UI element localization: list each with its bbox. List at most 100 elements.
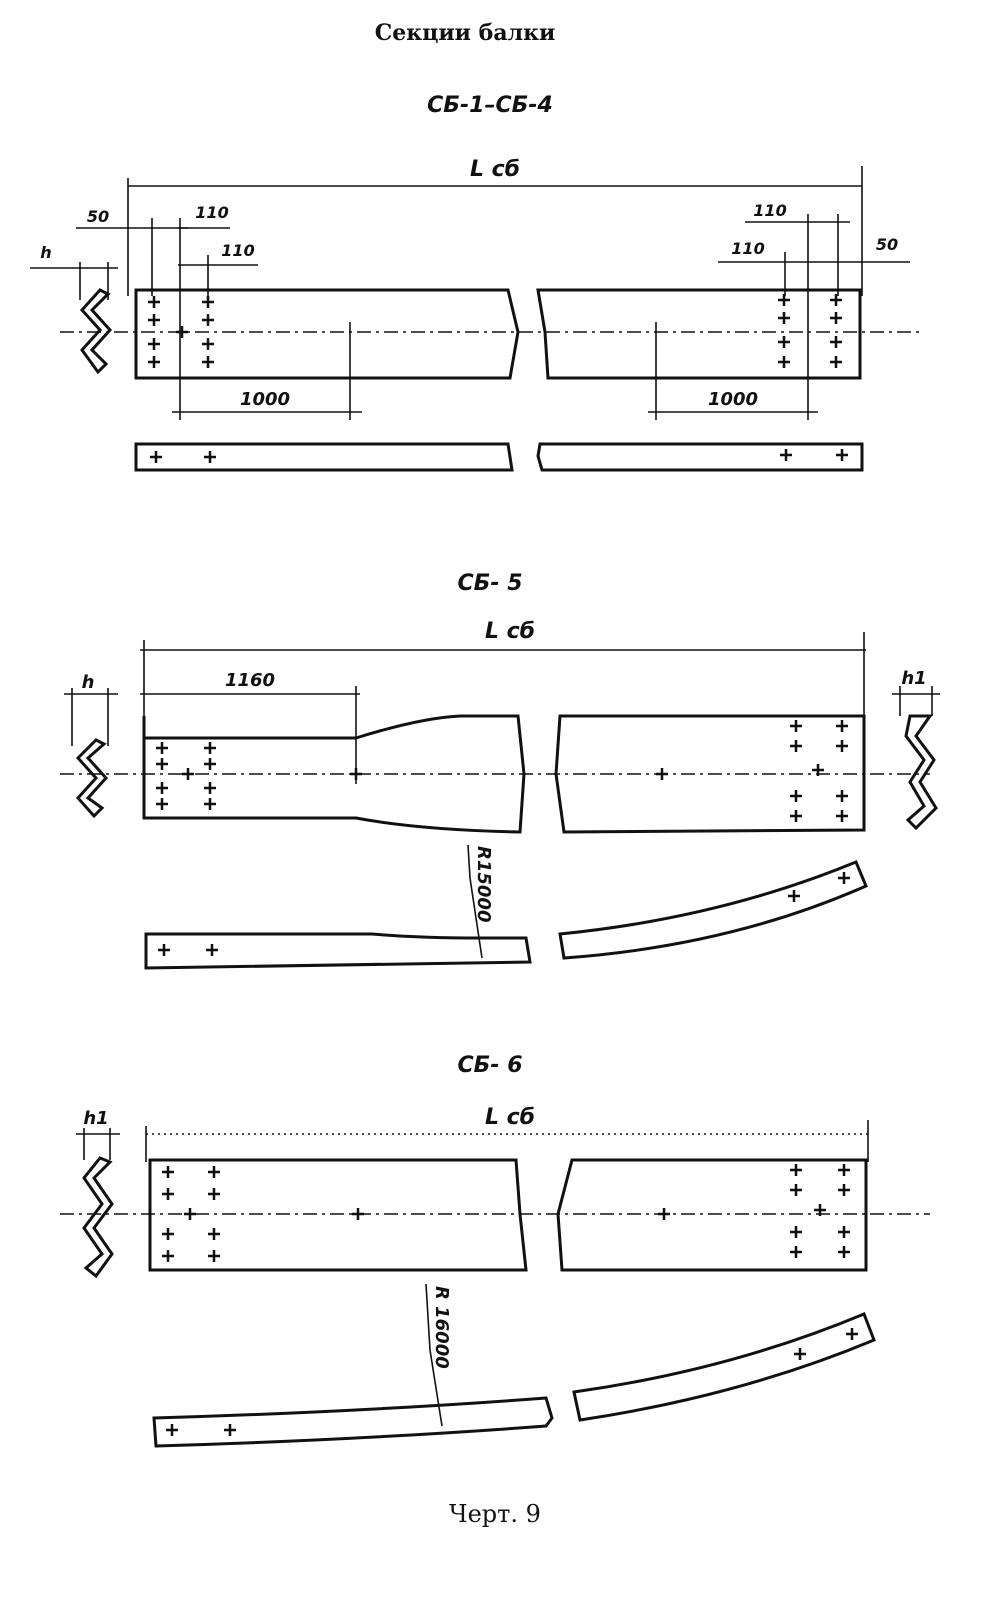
section-2-label: СБ- 5 — [457, 571, 522, 596]
section-1-plan-left — [134, 288, 520, 380]
bolt-mark — [846, 1328, 858, 1340]
bolt-mark — [794, 1348, 806, 1360]
bolt-mark — [208, 1228, 220, 1240]
bolt-mark — [156, 798, 168, 810]
bolt-mark — [830, 294, 842, 306]
bolt-marks — [148, 294, 858, 1436]
bolt-mark — [162, 1250, 174, 1262]
bolt-mark — [162, 1228, 174, 1240]
section-2-elevation-left — [144, 932, 532, 970]
bolt-mark — [176, 326, 188, 338]
bolt-mark — [206, 944, 218, 956]
bolt-mark — [204, 782, 216, 794]
bolt-mark — [202, 314, 214, 326]
bolt-mark — [148, 314, 160, 326]
bolt-mark — [148, 338, 160, 350]
section-2-plan-left — [142, 714, 526, 834]
bolt-mark — [208, 1166, 220, 1178]
section-3-dim-height: h1 — [83, 1108, 108, 1129]
bolt-mark — [790, 740, 802, 752]
bolt-mark — [202, 338, 214, 350]
section-1-plan-right — [536, 288, 862, 380]
section-3-elevation-left — [152, 1396, 554, 1448]
bolt-mark — [778, 312, 790, 324]
bolt-mark — [204, 798, 216, 810]
section-sb1-sb4: СБ-1–СБ-4 L сб 50 110 110 110 110 50 h — [30, 93, 920, 472]
bolt-mark — [156, 782, 168, 794]
bolt-mark — [838, 872, 850, 884]
bolt-mark — [790, 810, 802, 822]
bolt-mark — [836, 790, 848, 802]
bolt-mark — [202, 296, 214, 308]
section-2-elevation-right — [558, 860, 868, 960]
bolt-mark — [814, 1204, 826, 1216]
bolt-mark — [790, 790, 802, 802]
section-2-dim-height: h — [82, 672, 95, 693]
bolt-mark — [156, 742, 168, 754]
bolt-mark — [184, 1208, 196, 1220]
bolt-mark — [162, 1188, 174, 1200]
bolt-mark — [156, 758, 168, 770]
bolt-mark — [148, 296, 160, 308]
section-1-dim-height: h — [40, 243, 51, 262]
bolt-mark — [202, 356, 214, 368]
bolt-mark — [350, 768, 362, 780]
bolt-mark — [150, 451, 162, 463]
bolt-mark — [790, 1164, 802, 1176]
bolt-mark — [148, 356, 160, 368]
bolt-mark — [812, 764, 824, 776]
section-1-dim-pitch-a: 110 — [195, 203, 228, 222]
bolt-mark — [352, 1208, 364, 1220]
section-1-elevation-right — [536, 442, 864, 472]
section-sb6: СБ- 6 L сб h1 R 16000 — [60, 1053, 930, 1448]
section-2-dim-taper: 1160 — [225, 670, 275, 691]
drawing-title: Секции балки — [375, 20, 556, 46]
bolt-mark — [208, 1188, 220, 1200]
bolt-mark — [166, 1424, 178, 1436]
section-1-profile — [79, 288, 113, 375]
bolt-mark — [162, 1166, 174, 1178]
bolt-mark — [838, 1226, 850, 1238]
bolt-mark — [788, 890, 800, 902]
bolt-mark — [790, 1246, 802, 1258]
section-2-dim-radius: R15000 — [473, 846, 494, 922]
bolt-mark — [158, 944, 170, 956]
section-3-length-label: L сб — [485, 1105, 535, 1130]
section-1-dim-span-left: 1000 — [240, 389, 290, 410]
bolt-mark — [838, 1164, 850, 1176]
bolt-mark — [204, 742, 216, 754]
bolt-mark — [208, 1250, 220, 1262]
section-3-profile — [82, 1156, 114, 1279]
section-1-dim-pitch-b: 110 — [221, 241, 254, 260]
section-2-profile-left — [75, 738, 109, 819]
section-1-dim-pitch-d: 110 — [731, 239, 764, 258]
section-2-profile-right — [904, 714, 938, 831]
section-2-length-label: L сб — [485, 619, 535, 644]
section-1-label: СБ-1–СБ-4 — [427, 93, 553, 118]
section-3-label: СБ- 6 — [457, 1053, 522, 1078]
section-1-dim-pitch-c: 110 — [753, 201, 786, 220]
bolt-mark — [778, 294, 790, 306]
section-3-dim-radius: R 16000 — [431, 1286, 452, 1369]
bolt-mark — [830, 312, 842, 324]
section-3-plan-right — [556, 1158, 868, 1272]
bolt-mark — [838, 1184, 850, 1196]
bolt-mark — [658, 1208, 670, 1220]
section-1-length-label: L сб — [470, 157, 520, 182]
bolt-mark — [838, 1246, 850, 1258]
section-1-dim-span-right: 1000 — [708, 389, 758, 410]
bolt-mark — [830, 336, 842, 348]
section-3-plan-left — [148, 1158, 528, 1272]
bolt-mark — [182, 768, 194, 780]
section-sb5: СБ- 5 L сб 1160 h h1 R15000 — [60, 571, 940, 970]
bolt-mark — [790, 1226, 802, 1238]
bolt-mark — [778, 356, 790, 368]
bolt-mark — [836, 810, 848, 822]
section-1-elevation-left — [134, 442, 514, 472]
bolt-mark — [830, 356, 842, 368]
bolt-mark — [778, 336, 790, 348]
bolt-mark — [224, 1424, 236, 1436]
bolt-mark — [656, 768, 668, 780]
bolt-mark — [836, 740, 848, 752]
